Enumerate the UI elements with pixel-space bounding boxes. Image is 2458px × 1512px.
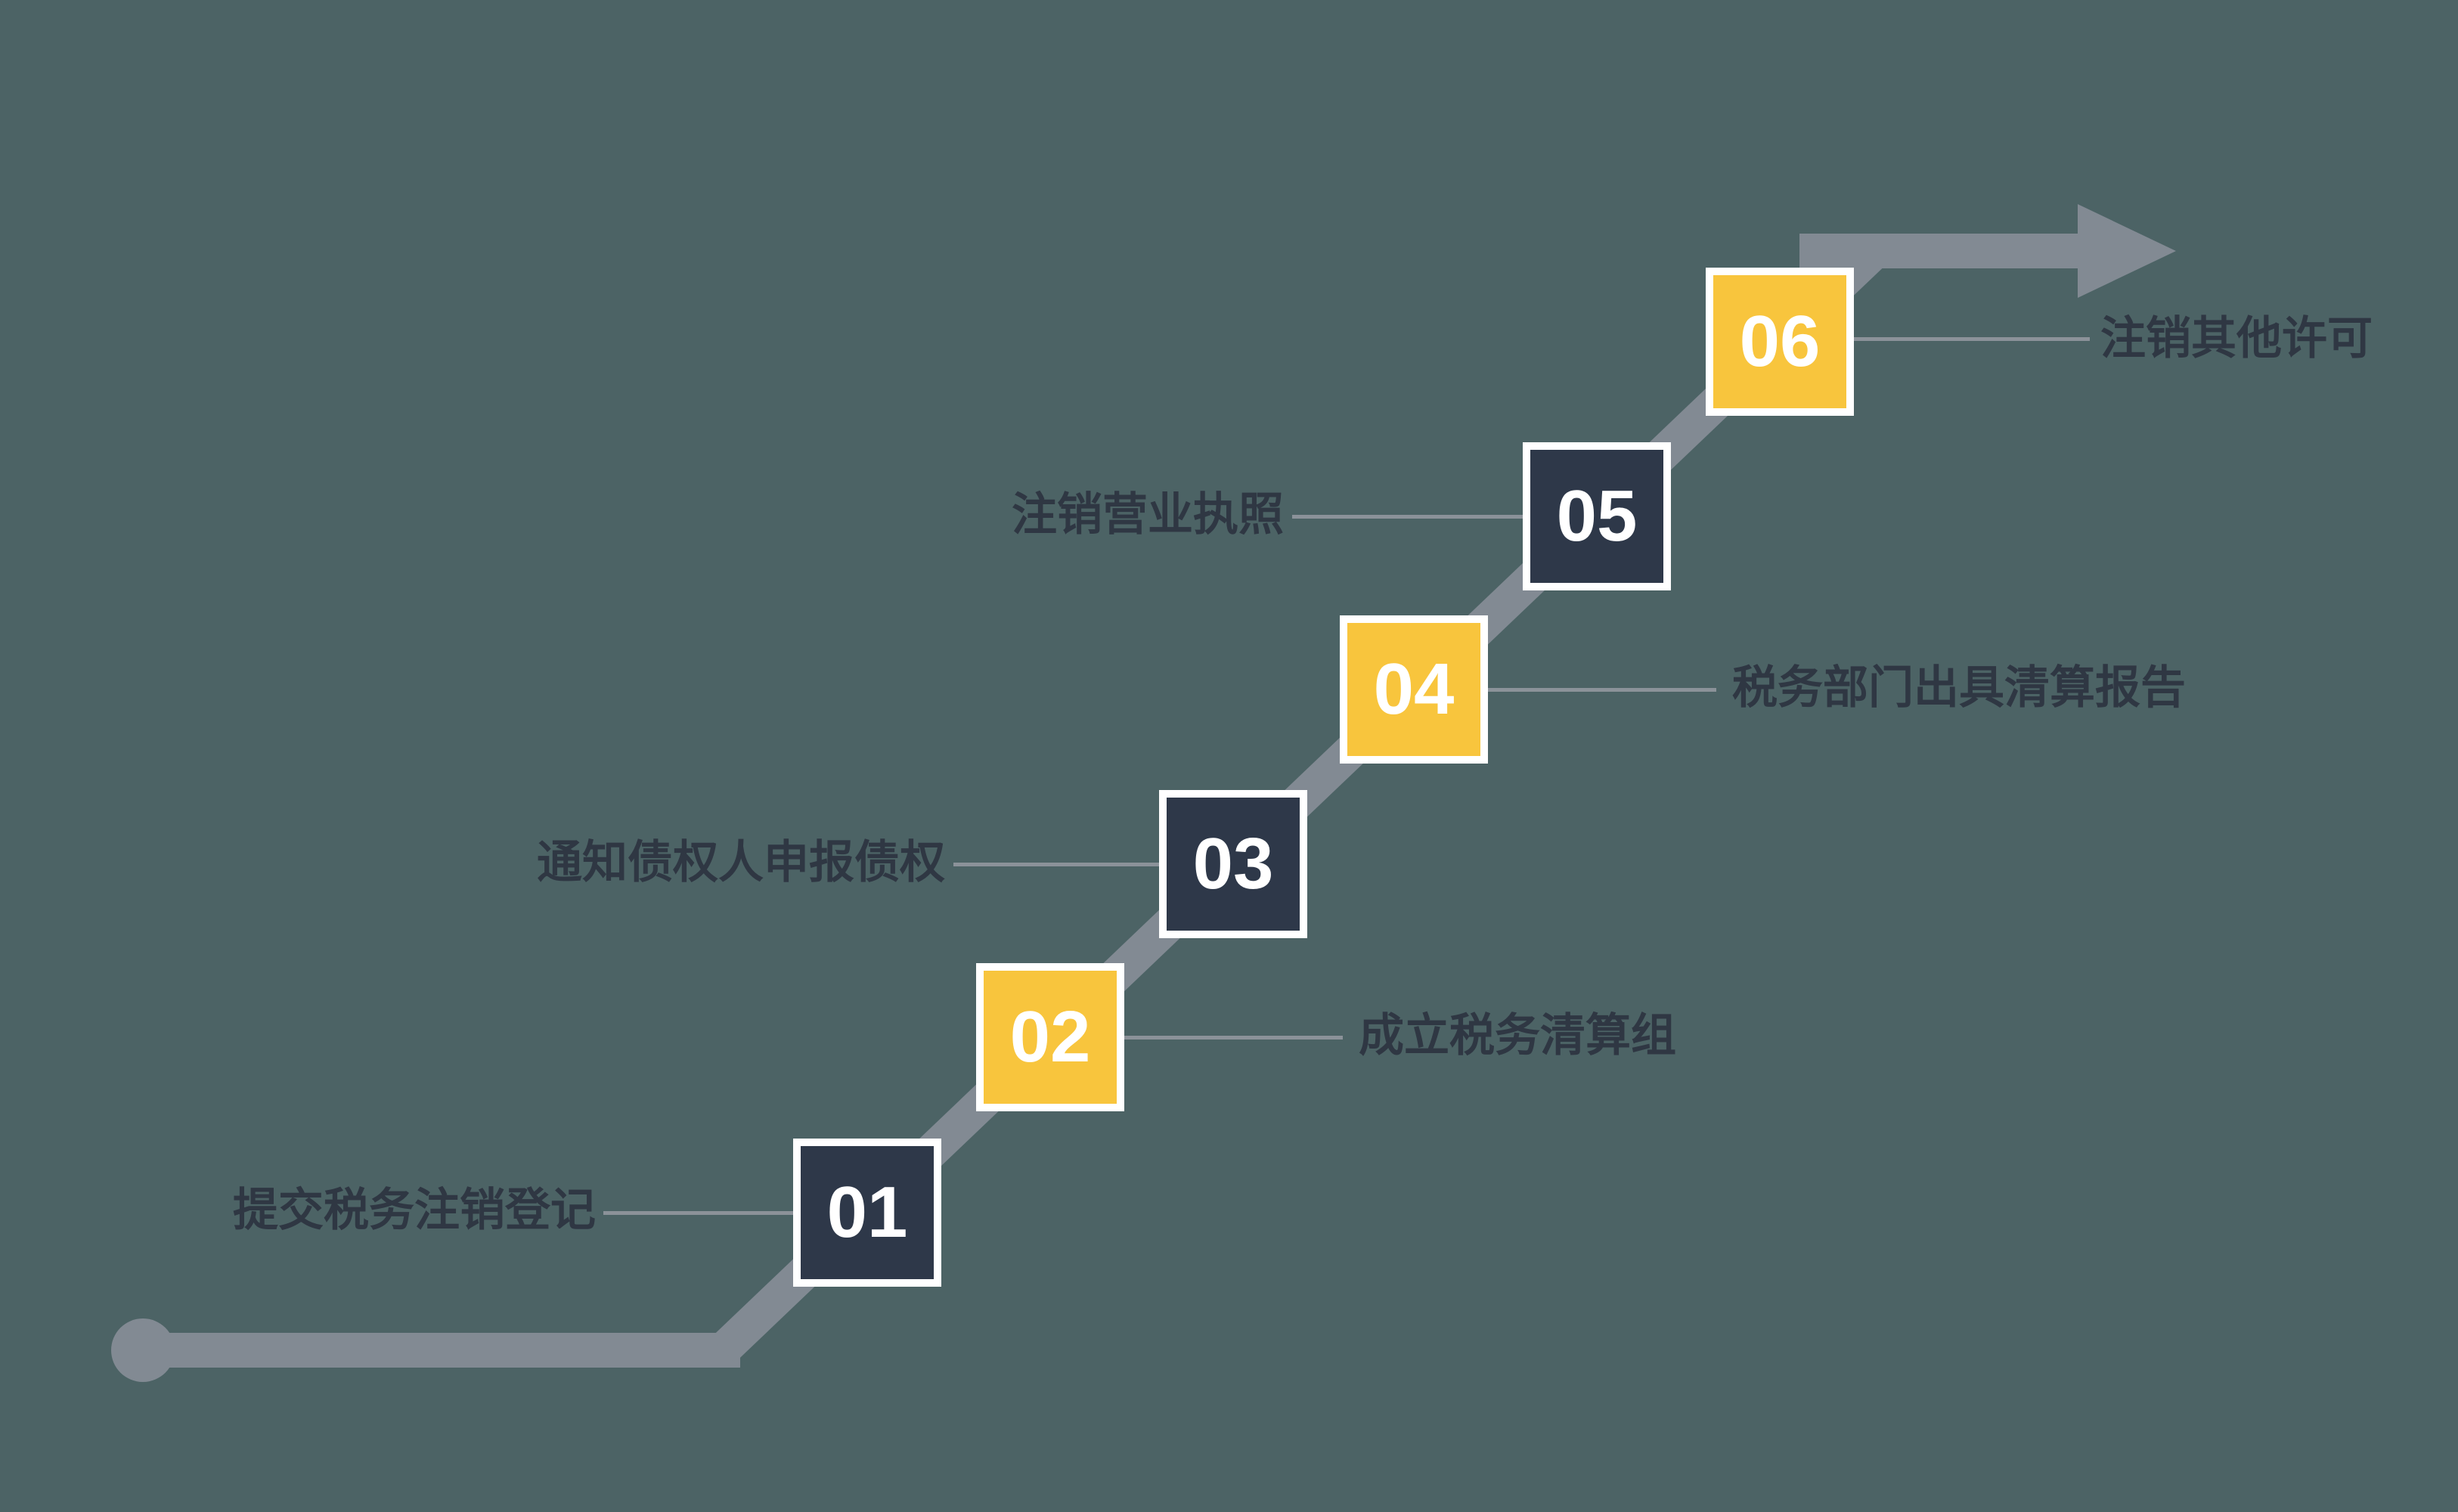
step-03-connector: [953, 863, 1160, 866]
step-06-number: 06: [1739, 301, 1821, 382]
step-01-connector: [603, 1211, 794, 1215]
step-06-label: 注销其他许可: [2100, 313, 2373, 364]
step-02-number: 02: [1009, 996, 1091, 1077]
step-01-box: 01: [793, 1139, 941, 1287]
step-06-connector: [1854, 337, 2090, 341]
step-04-label: 税务部门出具清算报告: [1732, 662, 2186, 713]
step-02-connector: [1124, 1036, 1343, 1040]
step-04-number: 04: [1373, 649, 1455, 730]
step-02-label: 成立税务清算组: [1359, 1010, 1676, 1061]
step-05-number: 05: [1556, 476, 1638, 556]
step-04-box: 04: [1340, 615, 1488, 764]
arrow-right-icon: [2078, 204, 2176, 298]
step-03-box: 03: [1159, 790, 1307, 938]
step-05-label: 注销营业执照: [1012, 489, 1284, 540]
track-top-segment: [1799, 234, 2087, 268]
step-01-label: 提交税务注销登记: [233, 1185, 596, 1235]
step-02-box: 02: [976, 963, 1124, 1111]
step-03-label: 通知债权人申报债权: [537, 837, 945, 888]
step-05-box: 05: [1523, 442, 1671, 590]
step-05-connector: [1292, 515, 1523, 519]
track-bottom-segment: [143, 1333, 740, 1368]
step-04-connector: [1488, 688, 1716, 692]
step-03-number: 03: [1192, 823, 1274, 904]
step-06-box: 06: [1706, 268, 1854, 416]
step-01-number: 01: [826, 1172, 908, 1253]
